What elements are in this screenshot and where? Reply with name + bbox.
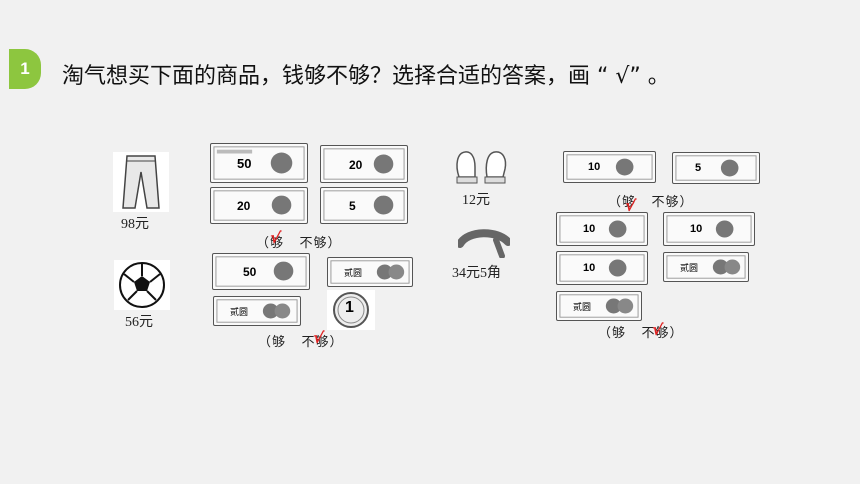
soccer-ball-icon — [114, 260, 170, 310]
gloves-price: 12元 — [462, 193, 490, 208]
banknote-value: 贰圆 — [573, 303, 592, 313]
check-mark: √ — [650, 319, 664, 340]
not-enough-option[interactable]: 不够 — [299, 236, 328, 251]
banknote-value: 50 — [243, 265, 257, 279]
banknote-50: 50 — [212, 253, 310, 290]
coin-1-yuan: 1 — [327, 290, 375, 330]
banknote-2: 贰圆 — [663, 252, 749, 282]
ball-price: 56元 — [125, 315, 153, 330]
coin-value: 1 — [345, 299, 354, 316]
banknote-value: 贰圆 — [680, 264, 699, 274]
check-mark: √ — [311, 327, 325, 348]
banknote-10: 10 — [663, 212, 755, 246]
banknote-10: 10 — [556, 212, 648, 246]
banknote-value: 10 — [583, 223, 596, 235]
banknote-5: 5 — [320, 187, 408, 224]
pants-answer-choice[interactable]: （够 不够） — [256, 236, 342, 251]
banknote-value: 50 — [237, 156, 252, 171]
pants-icon — [113, 152, 169, 212]
banknote-10: 10 — [556, 251, 648, 285]
scarf-icon — [458, 226, 510, 258]
question-text: 淘气想买下面的商品，钱够不够？选择合适的答案，画 “ √” 。 — [62, 64, 670, 89]
banknote-value: 5 — [349, 199, 356, 213]
enough-option[interactable]: 够 — [272, 335, 287, 350]
banknote-50: 50 — [210, 143, 308, 183]
gloves-answer-choice[interactable]: （够 不够） — [608, 195, 694, 210]
banknote-value: 贰圆 — [230, 308, 249, 318]
banknote-2: 贰圆 — [213, 296, 301, 326]
ball-answer-choice[interactable]: （够 不够） — [258, 335, 344, 350]
banknote-20: 20 — [210, 187, 308, 224]
gloves-icon — [451, 147, 515, 187]
banknote-value: 10 — [583, 262, 596, 274]
enough-option[interactable]: 够 — [612, 326, 627, 341]
banknote-2: 贰圆 — [327, 257, 413, 287]
not-enough-option[interactable]: 不够 — [301, 335, 330, 350]
banknote-2: 贰圆 — [556, 291, 642, 321]
check-mark: √ — [268, 227, 282, 248]
question-number-badge: 1 — [9, 49, 41, 89]
scarf-answer-choice[interactable]: （够 不够） — [598, 326, 684, 341]
banknote-value: 10 — [690, 223, 703, 235]
not-enough-option[interactable]: 不够 — [641, 326, 670, 341]
banknote-value: 20 — [349, 158, 363, 172]
scarf-price: 34元5角 — [452, 266, 501, 281]
banknote-value: 5 — [695, 162, 702, 174]
enough-option[interactable]: 够 — [270, 236, 285, 251]
banknote-20: 20 — [320, 145, 408, 183]
not-enough-option[interactable]: 不够 — [651, 195, 680, 210]
banknote-value: 贰圆 — [344, 269, 363, 279]
pants-price: 98元 — [121, 217, 149, 232]
banknote-10: 10 — [563, 151, 656, 183]
enough-option[interactable]: 够 — [622, 195, 637, 210]
banknote-value: 10 — [588, 161, 601, 173]
banknote-5: 5 — [672, 152, 760, 184]
banknote-value: 20 — [237, 199, 251, 213]
